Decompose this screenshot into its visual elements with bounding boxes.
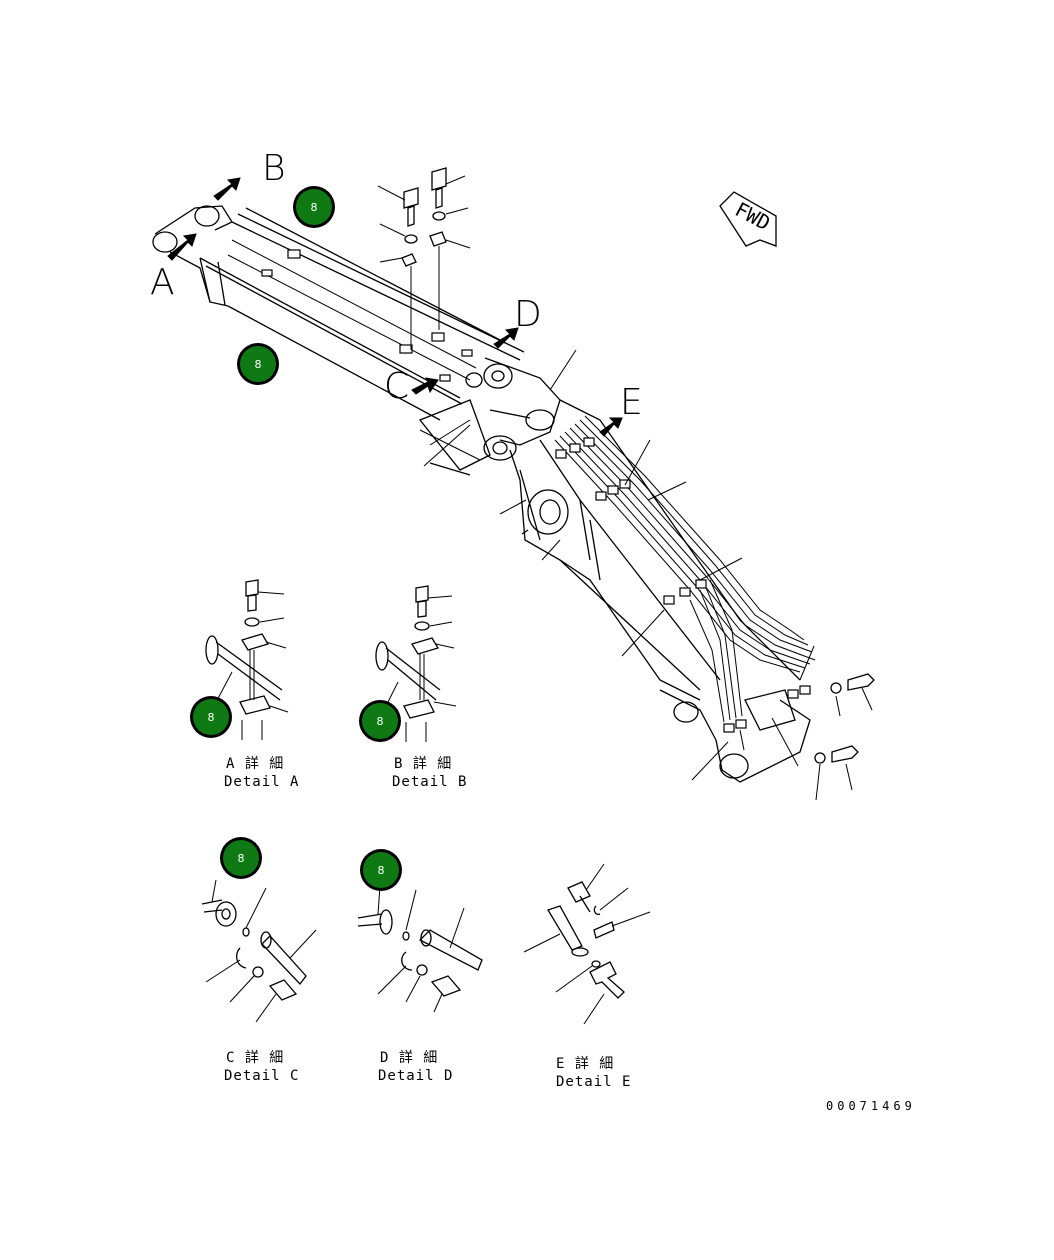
callout-8[interactable]: 8 (190, 696, 232, 738)
detail-d (357, 885, 483, 1013)
label-e: E (620, 382, 643, 423)
caption-c-en: Detail C (224, 1068, 299, 1084)
callout-8[interactable]: 8 (220, 837, 262, 879)
caption-b-jp: B 詳 細 (394, 756, 452, 772)
label-d: D (514, 294, 542, 335)
caption-a-jp: A 詳 細 (226, 756, 284, 772)
caption-e-jp: E 詳 細 (556, 1056, 614, 1072)
callout-label: 8 (255, 358, 262, 371)
label-a: A (150, 262, 175, 303)
caption-a-en: Detail A (224, 774, 299, 790)
label-b: B (262, 148, 286, 189)
callout-8[interactable]: 8 (359, 700, 401, 742)
foot-bolts (814, 673, 875, 764)
drawing-number: 00071469 (826, 1099, 916, 1113)
callout-label: 8 (311, 201, 318, 214)
detail-a (205, 579, 289, 740)
callout-8[interactable]: 8 (237, 343, 279, 385)
caption-d-jp: D 詳 細 (380, 1050, 438, 1066)
callout-label: 8 (378, 864, 385, 877)
callout-label: 8 (208, 711, 215, 724)
detail-b (375, 585, 457, 742)
caption-d-en: Detail D (378, 1068, 453, 1084)
detail-c (201, 879, 317, 1023)
label-c: C (384, 366, 409, 407)
fwd-direction-arrow: FWD (719, 191, 777, 247)
callout-8[interactable]: 8 (293, 186, 335, 228)
caption-e-en: Detail E (556, 1074, 631, 1090)
arm-top-hardware (377, 167, 471, 350)
boom-assembly (411, 327, 816, 783)
caption-b-en: Detail B (392, 774, 467, 790)
callout-label: 8 (377, 715, 384, 728)
detail-e (523, 863, 651, 1025)
main-leader-lines (423, 349, 873, 801)
callout-8[interactable]: 8 (360, 849, 402, 891)
caption-c-jp: C 詳 細 (226, 1050, 284, 1066)
callout-label: 8 (238, 852, 245, 865)
fwd-label: FWD (731, 197, 774, 235)
arm-assembly (152, 177, 525, 476)
